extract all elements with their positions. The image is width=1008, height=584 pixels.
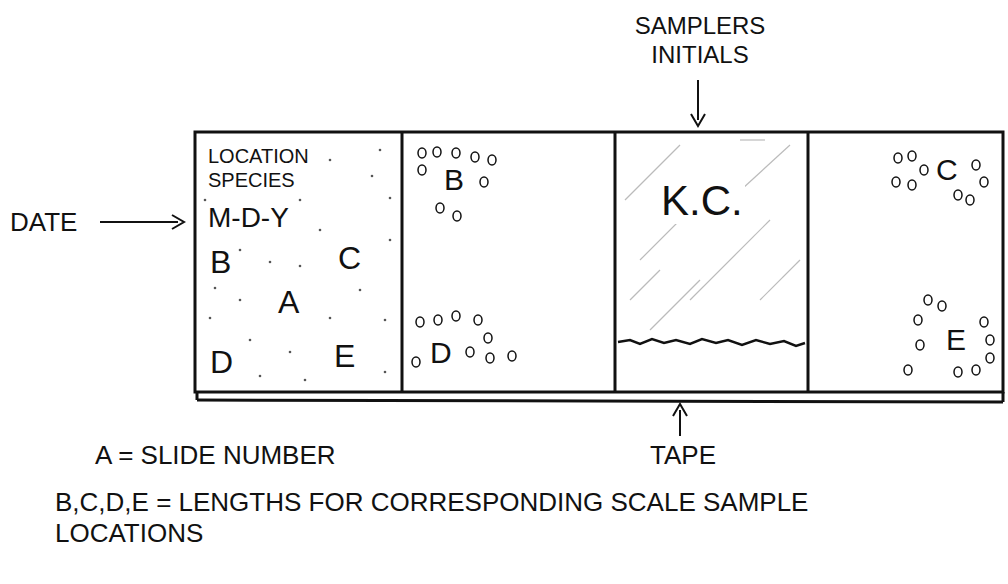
stipple: [204, 149, 392, 382]
card-text: E: [332, 339, 357, 374]
card-text: E: [944, 323, 968, 356]
card-panel: LOCATIONSPECIES M-D-Y B CA D E: [196, 133, 402, 391]
leader-arrow: [100, 221, 178, 223]
card-text: M-D-Y: [206, 203, 291, 234]
card-panel: K.C.: [615, 133, 808, 391]
arrow-head: [673, 404, 687, 416]
annotation-label: A = SLIDE NUMBER: [95, 440, 336, 471]
card-outline: [195, 132, 1003, 392]
card-text: B: [442, 163, 466, 196]
arrow-head: [172, 215, 184, 229]
card-text: SPECIES: [206, 169, 297, 191]
annotation-label: SAMPLERS INITIALS: [600, 12, 800, 70]
card-panel: BD: [402, 133, 615, 391]
card-edge: [197, 392, 1003, 402]
annotation-label: TAPE: [650, 440, 716, 471]
tape-edge: [618, 339, 805, 346]
leader-arrow: [679, 410, 681, 436]
card-text: A: [276, 285, 301, 320]
card-text: B: [208, 245, 233, 280]
panel-divider: [402, 132, 808, 392]
card-text: C: [934, 153, 960, 186]
tape-hatching: [625, 140, 800, 330]
annotation-label: DATE: [10, 207, 77, 238]
card-panel: CE: [808, 133, 1002, 391]
card-text: LOCATION: [206, 145, 311, 167]
card-edge: [197, 400, 1003, 402]
scale-samples: [412, 147, 994, 377]
card-text: C: [336, 241, 363, 276]
card-text: D: [428, 336, 454, 369]
card-text: D: [208, 345, 235, 380]
card-text: K.C.: [659, 178, 745, 224]
leader-arrow: [697, 80, 699, 120]
annotation-label: B,C,D,E = LENGTHS FOR CORRESPONDING SCAL…: [55, 487, 955, 549]
arrow-head: [691, 114, 705, 126]
